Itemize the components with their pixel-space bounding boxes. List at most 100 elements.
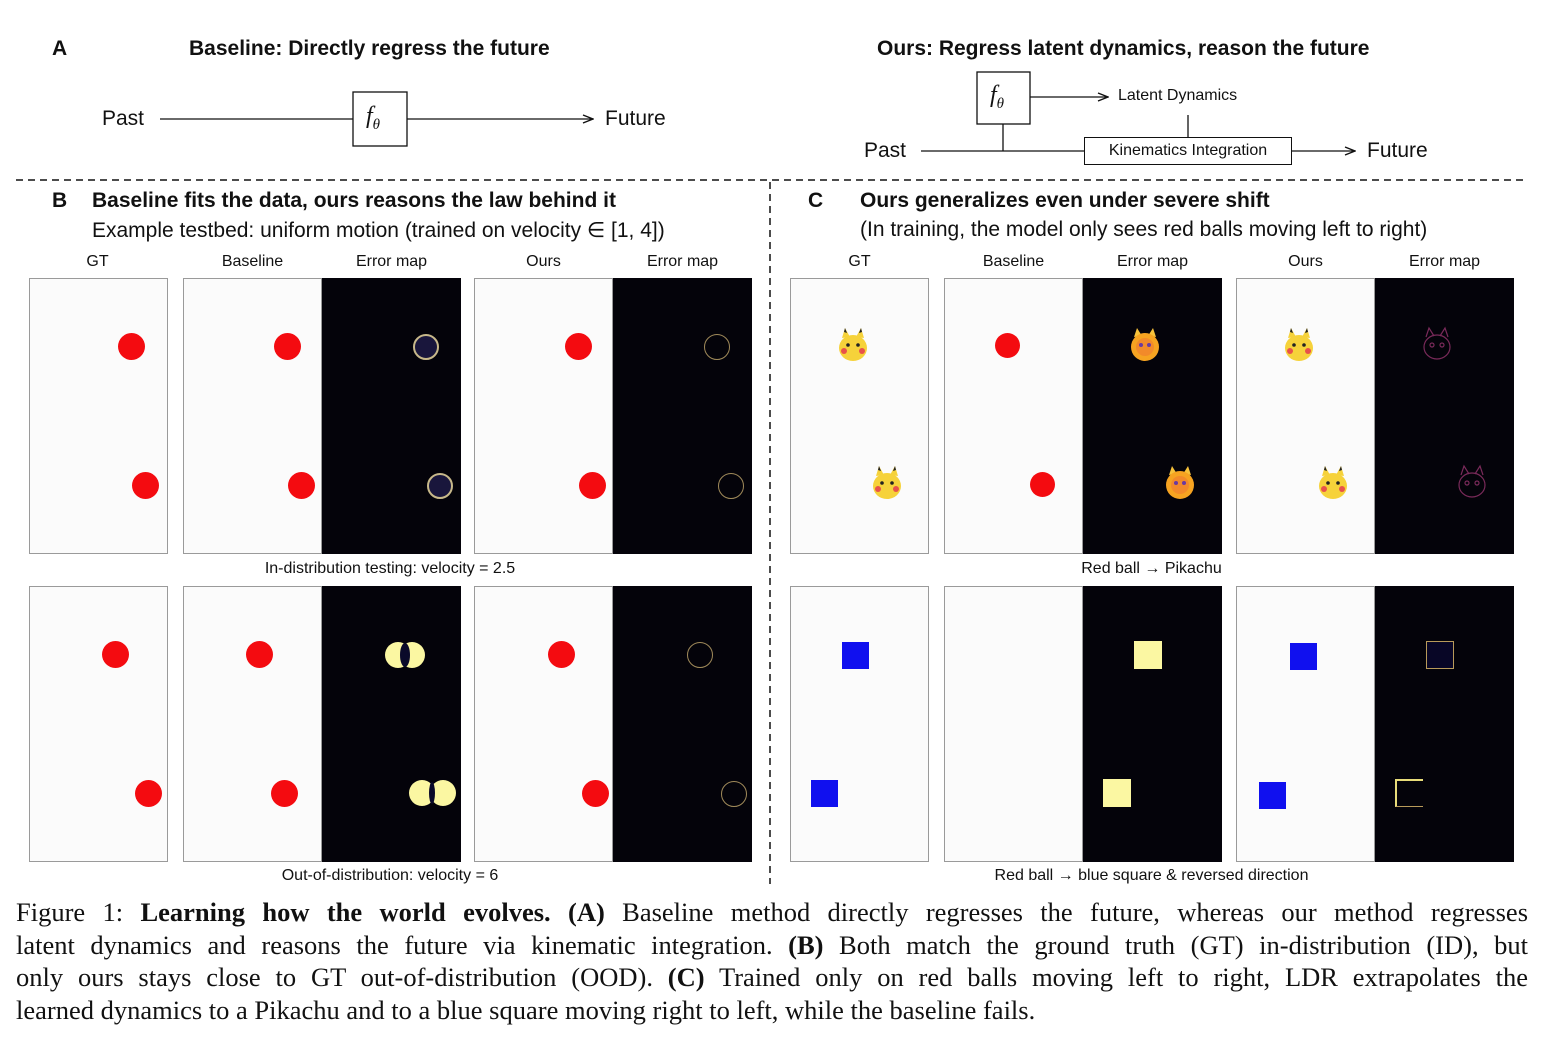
caption-c-text-2: learned dynamics to a Pikachu and to a b…: [16, 994, 1036, 1025]
b-row1-ours-frame: [474, 278, 613, 554]
caption-b-text-2: only ours stays close to GT out-of-distr…: [16, 962, 653, 992]
caption-a-text-2: latent dynamics and reasons the future v…: [16, 929, 773, 960]
panel-b-col-baseline: Baseline: [221, 253, 284, 270]
pikachu-error-icon: [1131, 328, 1159, 361]
caption-a-text-1: Baseline method directly regresses the f…: [622, 897, 1529, 927]
error-ring: [718, 473, 744, 499]
pikachu-outline-error-icon: [1423, 326, 1451, 360]
c-row2-caption: Red ball → blue square & reversed direct…: [994, 867, 1309, 884]
panel-a-diagram-lines: [16, 71, 1528, 181]
ours-future-label: Future: [1367, 139, 1428, 162]
panel-c-col-baseline-error: Error map: [1116, 253, 1189, 270]
caption-line-4: learned dynamics to a Pikachu and to a b…: [16, 994, 1528, 1027]
panel-c-col-ours: Ours: [1288, 253, 1323, 270]
baseline-red-ball: [995, 333, 1020, 358]
caption-line-2: latent dynamics and reasons the future v…: [16, 929, 1528, 962]
baseline-red-ball: [246, 641, 273, 668]
caption-line-3: only ours stays close to GT out-of-distr…: [16, 961, 1528, 994]
panel-b-col-ours: Ours: [526, 253, 561, 270]
baseline-f-theta-symbol: fθ: [366, 103, 381, 133]
ours-red-ball: [548, 641, 575, 668]
caption-b-tag: (B): [788, 929, 824, 960]
caption-c-text-1: Trained only on red balls moving left to…: [718, 962, 1529, 992]
c-row2-baseline-error-map: [1083, 586, 1222, 862]
gt-blue-square: [842, 642, 869, 669]
caption-title: Learning how the world evolves.: [140, 897, 551, 927]
b-row2-ours-error-map: [613, 586, 752, 862]
gt-red-ball: [132, 472, 159, 499]
error-ring: [721, 781, 747, 807]
ours-blue-square: [1290, 643, 1317, 670]
baseline-red-ball: [271, 780, 298, 807]
ours-f-theta-box: [976, 71, 1031, 125]
c-row2-ours-frame: [1236, 586, 1375, 862]
c-row1-baseline-frame: [944, 278, 1083, 554]
b-row2-baseline-error-map: [322, 586, 461, 862]
pikachu-icon: [839, 328, 867, 361]
baseline-red-ball: [1030, 472, 1055, 497]
caption-line-1: Figure 1: Learning how the world evolves…: [16, 896, 1528, 929]
pikachu-outline-error-icon: [1458, 464, 1486, 498]
caption-b-text-1: Both match the ground truth (GT) in-dist…: [839, 929, 1529, 960]
baseline-past-label: Past: [102, 107, 145, 130]
b-row2-caption: Out-of-distribution: velocity = 6: [281, 867, 499, 884]
baseline-red-ball: [288, 472, 315, 499]
b-row2-gt-frame: [29, 586, 168, 862]
c-row1-caption: Red ball → Pikachu: [1081, 560, 1222, 577]
c-row1-gt-frame: [790, 278, 929, 554]
b-row1-baseline-error-map: [322, 278, 461, 554]
ours-red-ball: [579, 472, 606, 499]
panel-b-col-ours-error: Error map: [646, 253, 719, 270]
error-ring: [687, 642, 713, 668]
error-ring: [427, 473, 453, 499]
panel-c-col-ours-error: Error map: [1408, 253, 1481, 270]
gt-blue-square: [811, 780, 838, 807]
ours-blue-square: [1259, 782, 1286, 809]
gt-red-ball: [102, 641, 129, 668]
ours-red-ball: [565, 333, 592, 360]
panel-c-title: Ours generalizes even under severe shift: [860, 189, 1270, 212]
baseline-future-label: Future: [605, 107, 666, 130]
b-row2-baseline-frame: [183, 586, 322, 862]
gt-red-ball: [135, 780, 162, 807]
panel-c-col-baseline: Baseline: [982, 253, 1045, 270]
figure-caption: Figure 1: Learning how the world evolves…: [16, 896, 1528, 1026]
c-row2-gt-frame: [790, 586, 929, 862]
b-row1-ours-error-map: [613, 278, 752, 554]
panel-a-baseline-title: Baseline: Directly regress the future: [189, 37, 550, 60]
caption-fig-number: Figure 1:: [16, 897, 124, 927]
error-ring: [413, 334, 439, 360]
panel-b-col-baseline-error: Error map: [355, 253, 428, 270]
baseline-f-theta-box: [352, 91, 408, 147]
vertical-dashed-divider: [769, 182, 771, 884]
c-row1-ours-frame: [1236, 278, 1375, 554]
b-row1-gt-frame: [29, 278, 168, 554]
caption-a-tag: (A): [568, 897, 605, 927]
b-row1-caption: In-distribution testing: velocity = 2.5: [264, 560, 516, 577]
panel-c-letter: C: [808, 189, 824, 212]
b-row1-baseline-frame: [183, 278, 322, 554]
c-row1-baseline-error-map: [1083, 278, 1222, 554]
panel-a-ours-title: Ours: Regress latent dynamics, reason th…: [877, 37, 1370, 60]
kinematics-integration-box: Kinematics Integration: [1084, 137, 1292, 165]
panel-b-subtitle: Example testbed: uniform motion (trained…: [92, 219, 665, 242]
pikachu-icon: [1319, 466, 1347, 499]
caption-c-tag: (C): [667, 962, 705, 992]
baseline-ood-error-crescents: [385, 642, 456, 806]
c-row1-ours-error-map: [1375, 278, 1514, 554]
ours-red-ball: [582, 780, 609, 807]
panel-c-subtitle: (In training, the model only sees red ba…: [860, 218, 1428, 241]
error-square: [1103, 779, 1131, 807]
error-ring: [704, 334, 730, 360]
error-square-outline: [1395, 779, 1423, 807]
gt-red-ball: [118, 333, 145, 360]
c-row2-ours-error-map: [1375, 586, 1514, 862]
error-square-outline: [1426, 641, 1454, 669]
panel-b-title: Baseline fits the data, ours reasons the…: [92, 189, 616, 212]
c-row2-baseline-frame: [944, 586, 1083, 862]
pikachu-icon: [873, 466, 901, 499]
ours-past-label: Past: [864, 139, 907, 162]
pikachu-icon: [1285, 328, 1313, 361]
baseline-red-ball: [274, 333, 301, 360]
panel-b-letter: B: [52, 189, 68, 212]
